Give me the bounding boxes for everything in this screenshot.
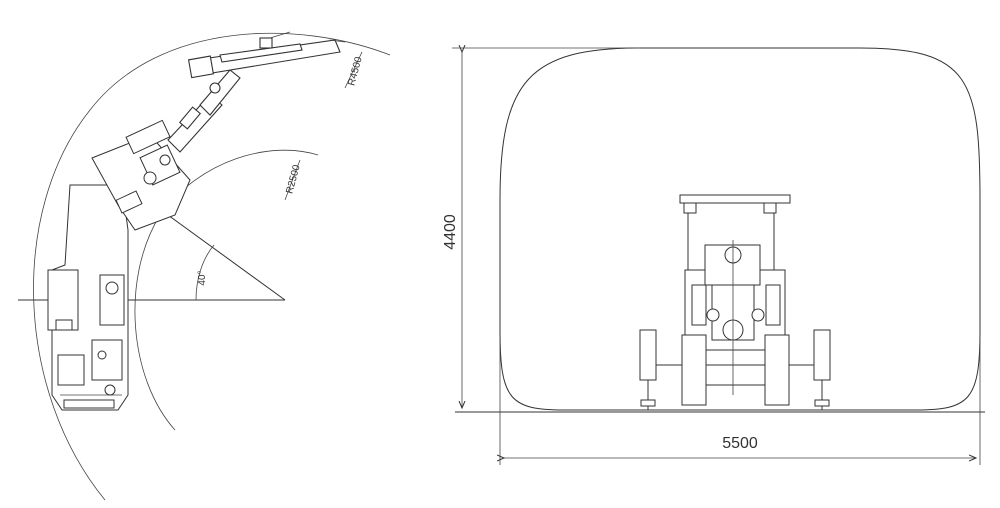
- width-label: 5500: [722, 435, 758, 452]
- angle-ray: [149, 201, 286, 301]
- inner-radius-leader: [284, 159, 301, 201]
- angle-label: 40°: [197, 270, 208, 285]
- drill-feed: [187, 31, 346, 79]
- tunnel-profile: [499, 47, 981, 411]
- outer-radius-leader: [344, 51, 363, 89]
- rear-chassis: [47, 184, 129, 411]
- outer-radius-label: R4500: [346, 55, 364, 87]
- angle-arc: [195, 244, 215, 301]
- plan-view: 40° R4500 R2500: [18, 31, 391, 501]
- section-view: 4400 5500: [442, 48, 985, 465]
- inner-radius-label: R2500: [284, 163, 302, 195]
- height-label: 4400: [442, 214, 459, 250]
- drill-rig-front: [639, 194, 831, 410]
- front-chassis: [91, 119, 191, 231]
- drill-boom: [167, 69, 241, 153]
